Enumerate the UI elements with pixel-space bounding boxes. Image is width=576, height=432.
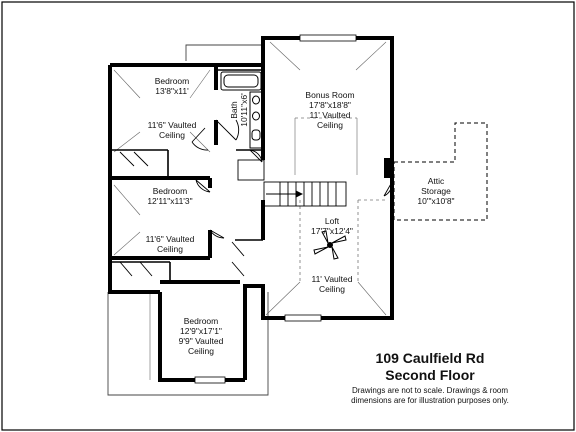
room-label-bath: Bath 10'11"x6' <box>229 80 249 140</box>
room-label-bedroom-1: Bedroom 13'8"x11' <box>130 76 214 96</box>
ceiling-word: Ceiling <box>157 244 183 254</box>
address-text: 109 Caulfield Rd <box>375 350 485 366</box>
room-name-line-1: Attic <box>427 176 445 186</box>
ceiling-word: Ceiling <box>159 130 185 140</box>
room-dimensions: 12'9"x17'1" <box>180 326 222 336</box>
ceiling-fan-icon <box>313 230 347 260</box>
walls <box>108 36 394 382</box>
vault-dashes <box>295 117 386 282</box>
ceiling-height: 11'6" Vaulted <box>147 120 197 130</box>
ceiling-label-bedroom-2: 11'6" Vaulted Ceiling <box>124 234 216 254</box>
doors <box>119 119 393 277</box>
room-dimensions: 10'11"x6' <box>239 93 249 127</box>
room-name: Bedroom <box>152 186 188 196</box>
ceiling-word: Ceiling <box>317 120 343 130</box>
room-dimensions: 17'8"x18'8" <box>309 100 351 110</box>
floor-text: Second Floor <box>385 367 475 383</box>
partitions <box>110 69 263 282</box>
room-label-bonus-room: Bonus Room 17'8"x18'8" 11' Vaulted Ceili… <box>288 90 372 130</box>
eave-outlines <box>107 44 269 396</box>
disclaimer: Drawings are not to scale. Drawings & ro… <box>330 386 530 406</box>
room-name: Bonus Room <box>305 90 355 100</box>
ceiling-height: 11' Vaulted <box>309 110 351 120</box>
disclaimer-line-1: Drawings are not to scale. Drawings & ro… <box>351 386 509 395</box>
ceiling-label-loft: 11' Vaulted Ceiling <box>290 274 374 294</box>
ceiling-height: 9'9" Vaulted <box>178 336 224 346</box>
room-name-line-2: Storage <box>421 186 451 196</box>
ceiling-height: 11'6" Vaulted <box>145 234 195 244</box>
ceiling-height: 11' Vaulted <box>311 274 353 284</box>
staircase <box>237 159 347 207</box>
ceiling-word: Ceiling <box>319 284 345 294</box>
room-dimensions: 17'7"x12'4" <box>311 226 353 236</box>
room-label-bedroom-2: Bedroom 12'11"x11'3" <box>124 186 216 206</box>
room-name: Bedroom <box>183 316 219 326</box>
room-name: Bath <box>229 101 239 119</box>
room-name: Loft <box>324 216 340 226</box>
room-dimensions: 10'"x10'8" <box>417 196 455 206</box>
plan-title: 109 Caulfield Rd Second Floor <box>330 350 530 384</box>
room-dimensions: 12'11"x11'3" <box>147 196 193 206</box>
ceiling-label-bedroom-1: 11'6" Vaulted Ceiling <box>130 120 214 140</box>
room-dimensions: 13'8"x11' <box>155 86 189 96</box>
windows <box>194 34 357 384</box>
disclaimer-line-2: dimensions are for illustration purposes… <box>351 396 509 405</box>
ceiling-word: Ceiling <box>188 346 214 356</box>
room-name: Bedroom <box>154 76 190 86</box>
bath-fixtures <box>220 71 263 149</box>
room-label-bedroom-3: Bedroom 12'9"x17'1" 9'9" Vaulted Ceiling <box>158 316 244 356</box>
room-label-attic-storage: Attic Storage 10'"x10'8" <box>398 176 474 206</box>
wall-post <box>384 158 394 178</box>
room-label-loft: Loft 17'7"x12'4" <box>290 216 374 236</box>
